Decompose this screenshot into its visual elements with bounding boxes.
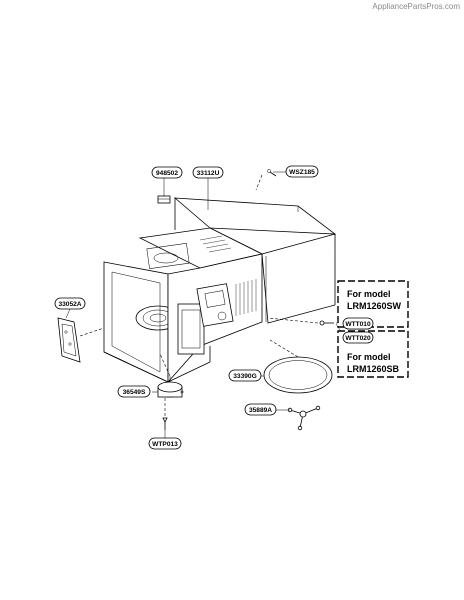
outer-cabinet [173,197,337,324]
svg-text:WTT020: WTT020 [345,335,371,342]
model-note-2-line2: LRM1260SB [347,364,400,374]
model-note-2-line1: For model [347,352,391,362]
callout-33390G: 33390G [228,369,262,382]
screw-wtp013 [162,417,168,430]
turntable-motor [157,376,184,398]
callout-35889A: 35889A [244,403,277,416]
model-note-1-line1: For model [347,289,391,299]
oven-chassis [103,227,264,384]
callout-WSZ185: WSZ185 [285,165,319,178]
roller-ring [287,405,321,431]
svg-text:WTP013: WTP013 [152,441,178,448]
glass-tray [263,356,333,394]
callout-WTT010-top: WTT010 [342,317,374,330]
svg-text:WSZ185: WSZ185 [289,169,315,176]
model-note-1-line2: LRM1260SW [347,301,402,311]
svg-text:36549S: 36549S [123,389,146,396]
svg-text:948502: 948502 [156,170,178,177]
screw-wsz185 [267,169,277,177]
screw-wtt010 [319,320,334,326]
small-block [157,195,171,204]
callout-WTP013: WTP013 [148,437,182,450]
svg-text:WTT010: WTT010 [345,321,371,328]
svg-text:33112U: 33112U [197,170,220,177]
callout-33052A: 33052A [54,297,86,310]
hinge-bracket [57,317,81,363]
watermark: AppliancePartsPros.com [372,2,460,11]
svg-text:33390G: 33390G [233,373,256,380]
callout-33112U: 33112U [192,166,224,179]
callout-36549S: 36549S [117,385,151,398]
callout-948502: 948502 [151,166,183,179]
svg-text:33052A: 33052A [58,301,81,308]
svg-text:35889A: 35889A [249,407,272,414]
callout-WTT020-top: WTT020 [342,331,374,344]
